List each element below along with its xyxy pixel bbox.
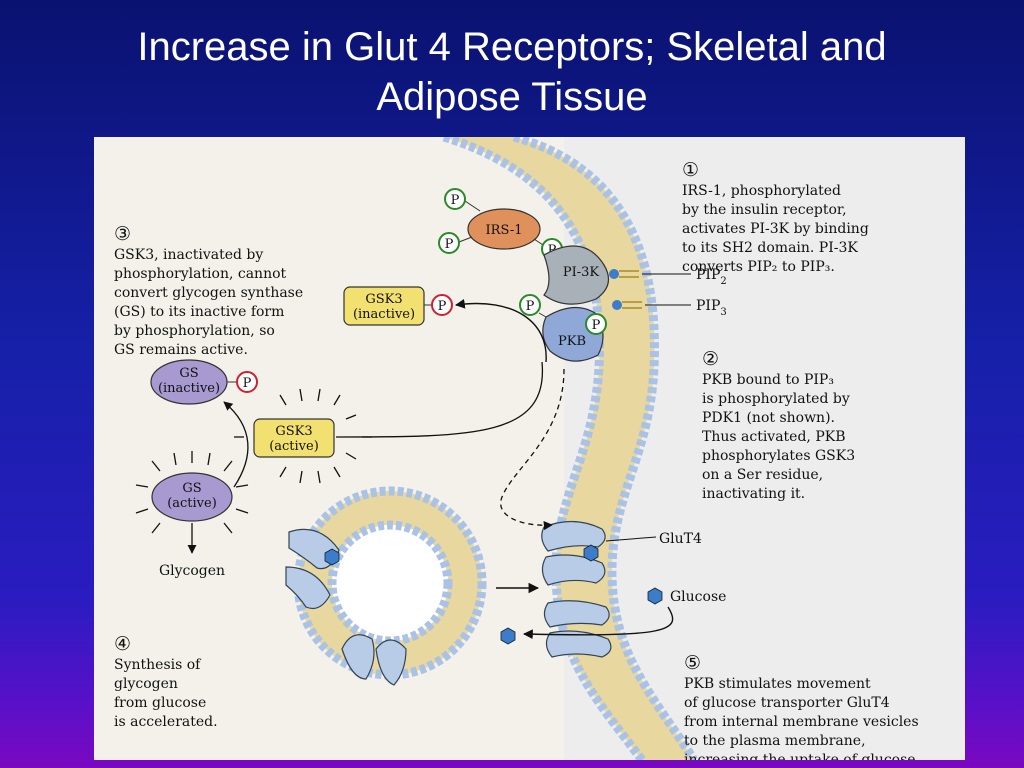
pi3k-label: PI-3K	[563, 265, 600, 280]
irs1-label: IRS-1	[486, 223, 523, 238]
glucose-icon	[324, 548, 340, 566]
glucose-label: Glucose	[670, 589, 726, 605]
svg-text:P: P	[438, 299, 447, 314]
svg-text:(active): (active)	[269, 439, 319, 454]
svg-text:GSK3: GSK3	[365, 292, 402, 307]
vesicle-glut4-1	[285, 528, 340, 610]
step-number-3: ③	[114, 223, 132, 245]
slide-title: Increase in Glut 4 Receptors; Skeletal a…	[0, 22, 1024, 122]
note-1-text: IRS-1, phosphorylated by the insulin rec…	[682, 183, 869, 275]
note-5-text: PKB stimulates movement of glucose trans…	[684, 676, 921, 760]
slide-title-line-2: Adipose Tissue	[376, 75, 648, 119]
pkb-gsk3-active-link	[335, 361, 544, 438]
gs-inactive: GS (inactive)	[150, 359, 237, 405]
gsk3-active: GSK3 (active)	[234, 388, 372, 484]
svg-text:(active): (active)	[167, 496, 217, 511]
pkb-label: PKB	[558, 334, 586, 349]
pathway-diagram: PIP2 PIP3 IRS-1 P P P PI-3K PKB P P	[135, 137, 965, 760]
svg-text:GS: GS	[179, 366, 198, 381]
plasma-membrane-glut4	[541, 520, 612, 658]
pip3-lipid	[612, 300, 691, 310]
phosphate-irs1-top: P	[444, 188, 466, 210]
svg-text:GSK3: GSK3	[275, 424, 312, 439]
pip2-lipid	[609, 269, 691, 279]
pi3k-protein: PI-3K	[543, 245, 610, 305]
svg-text:P: P	[445, 237, 454, 252]
svg-text:P: P	[243, 376, 252, 391]
irs1-protein: IRS-1	[458, 200, 544, 250]
gs-inactivation-arrow	[223, 401, 249, 488]
membrane-inner-leaflet	[442, 137, 646, 760]
step-number-5: ⑤	[684, 652, 702, 674]
phosphate-irs1-left: P	[438, 232, 460, 254]
phosphate-gs: P	[236, 371, 258, 393]
svg-text:P: P	[451, 193, 460, 208]
phosphate-gsk3: P	[431, 294, 453, 316]
note-2-text: PKB bound to PIP₃ is phosphorylated by P…	[702, 372, 856, 502]
svg-text:GS: GS	[182, 481, 201, 496]
step-number-1: ①	[682, 159, 700, 181]
note-3-text: GSK3, inactivated by phosphorylation, ca…	[114, 247, 304, 358]
note-4-text: Synthesis of glycogen from glucose is ac…	[114, 657, 218, 730]
gsk3-inactive: GSK3 (inactive)	[343, 286, 432, 326]
glucose-uptake-arrow	[523, 606, 674, 640]
pkb-glut4-translocation-arrow	[500, 368, 565, 531]
plasma-membrane	[444, 137, 694, 760]
step-number-2: ②	[702, 348, 720, 370]
phosphate-pkb-left: P	[519, 294, 541, 316]
slide-title-line-1: Increase in Glut 4 Receptors; Skeletal a…	[137, 25, 887, 69]
glucose-hexagon-icon	[647, 587, 663, 605]
gs-active: GS (active)	[135, 451, 249, 534]
svg-text:P: P	[526, 299, 535, 314]
insulin-signaling-figure: PIP2 PIP3 IRS-1 P P P PI-3K PKB P P	[94, 137, 965, 760]
pip3-label: PIP3	[696, 298, 727, 318]
glut4-label: GluT4	[659, 531, 702, 547]
phosphate-pkb-right: P	[585, 313, 607, 335]
glucose-inside-icon	[500, 627, 516, 645]
membrane-outer-leaflet	[512, 137, 698, 760]
svg-text:(inactive): (inactive)	[158, 381, 220, 396]
svg-text:P: P	[592, 318, 601, 333]
vesicle-glut4-2	[341, 634, 407, 686]
pkb-to-gsk3-arrow	[455, 298, 547, 363]
glycogen-label: Glycogen	[159, 563, 225, 579]
svg-text:(inactive): (inactive)	[353, 307, 415, 322]
membrane-vesicle	[293, 486, 487, 680]
step-number-4: ④	[114, 633, 132, 655]
glucose-icon	[583, 544, 599, 562]
pip2-label: PIP2	[696, 267, 727, 287]
glut4-leader-line	[605, 536, 657, 542]
